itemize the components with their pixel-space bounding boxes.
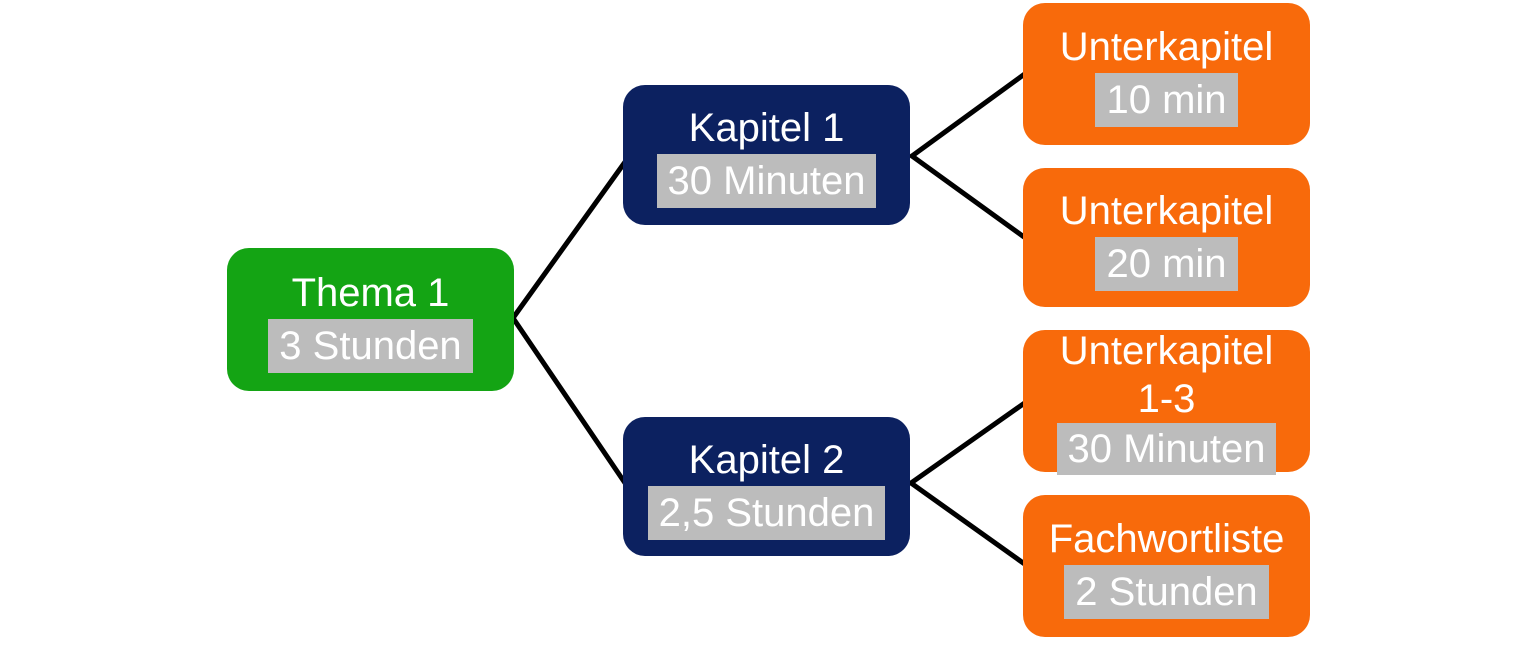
duration-highlight: 20 min xyxy=(1095,236,1238,291)
connector-line xyxy=(909,70,1029,159)
node-title: Kapitel 1 xyxy=(688,106,845,150)
node-thema-1[interactable]: Thema 1 3 Stunden xyxy=(227,248,514,391)
duration-highlight: 2,5 Stunden xyxy=(647,485,886,540)
connector-line xyxy=(908,480,1029,568)
node-title: Thema 1 xyxy=(291,270,450,315)
node-title: Kapitel 2 xyxy=(688,437,845,482)
node-fachwortliste[interactable]: Fachwortliste 2 Stunden xyxy=(1023,495,1310,637)
node-title: Unterkapitel xyxy=(1059,25,1274,69)
connector-line xyxy=(510,315,628,486)
connector-line xyxy=(908,399,1029,486)
node-title: Unterkapitel xyxy=(1059,188,1274,233)
node-unterkapitel-1-3[interactable]: Unterkapitel 1-3 30 Minuten xyxy=(1023,329,1310,475)
node-kapitel-2[interactable]: Kapitel 2 2,5 Stunden xyxy=(623,417,910,556)
duration-highlight: 2 Stunden xyxy=(1064,565,1269,619)
duration-highlight: 3 Stunden xyxy=(268,318,473,373)
duration-highlight: 30 Minuten xyxy=(656,154,877,208)
duration-highlight: 10 min xyxy=(1095,73,1238,127)
node-unterkapitel-20min[interactable]: Unterkapitel 20 min xyxy=(1023,168,1310,307)
connector-line xyxy=(909,153,1027,240)
node-subtitle: 1-3 xyxy=(1137,377,1196,421)
node-title: Unterkapitel xyxy=(1059,329,1274,373)
node-title: Fachwortliste xyxy=(1048,517,1285,561)
node-kapitel-1[interactable]: Kapitel 1 30 Minuten xyxy=(623,85,910,225)
node-unterkapitel-10min[interactable]: Unterkapitel 10 min xyxy=(1023,3,1310,145)
duration-highlight: 30 Minuten xyxy=(1056,423,1277,475)
connector-line xyxy=(510,159,628,321)
